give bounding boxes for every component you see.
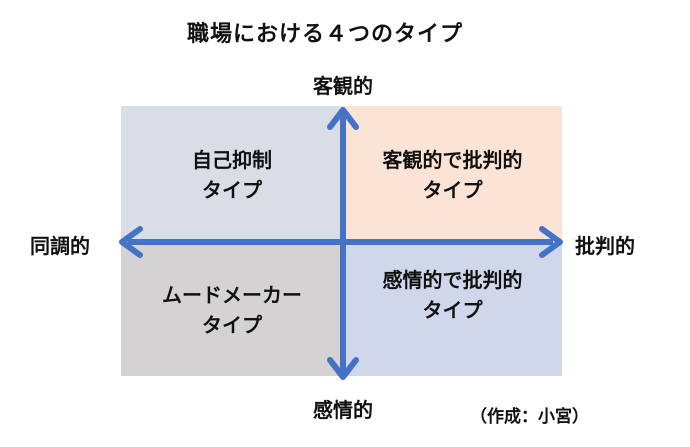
quadrant-bottom-left: [121, 242, 343, 376]
right-arrowhead: [539, 226, 563, 258]
quadrant-label-line2: タイプ: [202, 178, 262, 202]
quadrant-bottom-right: [343, 242, 562, 376]
quadrant-top-right: [343, 106, 562, 242]
axis-label-left: 同調的: [30, 234, 90, 258]
quadrant-label-top-right: 客観的で批判的 タイプ: [343, 145, 562, 205]
quadrant-label-line1: 感情的で批判的: [382, 268, 523, 292]
credit-note: （作成：小宮）: [470, 407, 589, 427]
quadrant-label-line2: タイプ: [422, 178, 483, 202]
left-arrowhead: [119, 226, 143, 258]
quadrant-label-line1: 客観的で批判的: [382, 148, 523, 172]
quadrant-label-top-left: 自己抑制 タイプ: [121, 145, 343, 205]
quadrant-label-line1: 自己抑制: [192, 148, 272, 172]
diagram-title: 職場における４つのタイプ: [186, 22, 463, 47]
axis-label-bottom: 感情的: [313, 398, 373, 422]
quadrant-label-line2: タイプ: [422, 298, 483, 322]
axis-label-top: 客観的: [313, 74, 373, 98]
quadrant-label-bottom-right: 感情的で批判的 タイプ: [343, 265, 562, 325]
down-arrowhead: [327, 357, 359, 380]
quadrant-label-bottom-left: ムードメーカー タイプ: [121, 280, 343, 340]
axis-label-right: 批判的: [575, 234, 635, 258]
quadrant-label-line1: ムードメーカー: [162, 283, 302, 307]
up-arrowhead: [327, 107, 359, 130]
quadrant-label-line2: タイプ: [202, 313, 262, 337]
quadrant-top-left: [121, 106, 343, 242]
